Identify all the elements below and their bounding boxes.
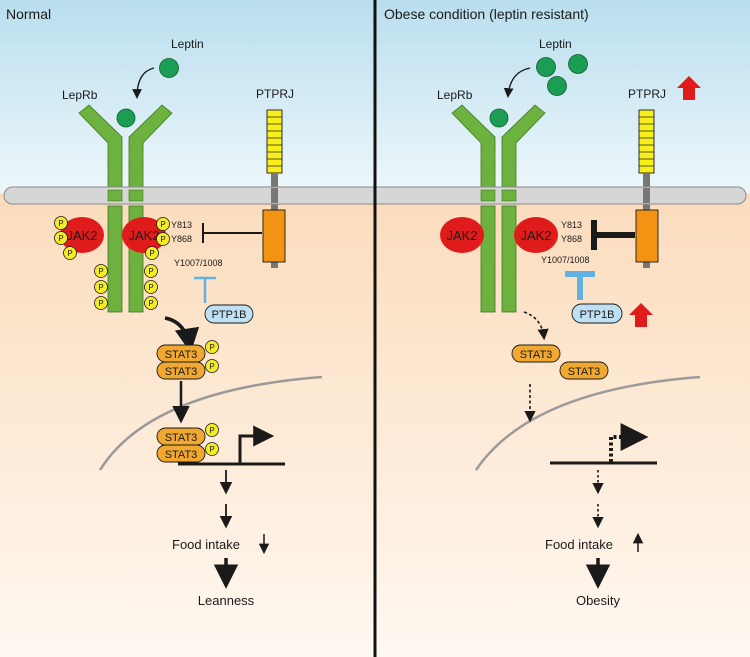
ptprj-label-obese: PTPRJ — [628, 87, 666, 101]
transcription-arrow-left — [238, 425, 275, 463]
nuclear-envelope-right — [474, 375, 701, 471]
stat3-dimer-nucleus: STAT3 STAT3 P P — [156, 423, 219, 463]
phospho-p: P — [160, 235, 165, 244]
ptp1b — [204, 304, 254, 324]
phospho-p: P — [148, 267, 153, 276]
phospho-p: P — [149, 249, 154, 258]
obesity-label: Obesity — [576, 593, 621, 608]
leptin-bound-obese — [489, 108, 509, 128]
stat3-bottom-label: STAT3 — [165, 366, 198, 378]
stat3-b-label: STAT3 — [568, 366, 601, 378]
nuc-stat3-top-label: STAT3 — [165, 432, 198, 444]
panel-title-normal: Normal — [6, 6, 51, 22]
jak2-right-obese-label: JAK2 — [520, 228, 551, 243]
phospho-p: P — [209, 445, 214, 454]
site-y1007-obese: Y1007/1008 — [541, 255, 590, 265]
panel-title-obese: Obese condition (leptin resistant) — [384, 6, 589, 22]
food-intake-label: Food intake — [172, 537, 240, 552]
ptprj-up-arrow-icon — [677, 76, 701, 100]
leptin-binding-arrow — [132, 67, 155, 99]
site-y868: Y868 — [171, 234, 192, 244]
phospho-p: P — [209, 426, 214, 435]
jak2-left-obese-label: JAK2 — [446, 228, 477, 243]
jak2-right-obese — [514, 217, 558, 253]
site-y813-obese: Y813 — [561, 220, 582, 230]
jak2-left — [60, 217, 104, 253]
nuc-stat3-bottom-label: STAT3 — [165, 449, 198, 461]
ptprj-phosphatase-domain — [262, 209, 286, 263]
phospho-p: P — [160, 220, 165, 229]
phospho-p: P — [98, 299, 103, 308]
phospho-p: P — [67, 249, 72, 258]
ptprj-label: PTPRJ — [256, 87, 294, 101]
stat3-monomer-b — [559, 361, 609, 380]
ptprj-inhibits-jak2 — [202, 223, 262, 243]
ptp1b-inhibits-leprb-obese — [565, 271, 595, 300]
ptp1b-inhibits-leprb — [194, 276, 216, 303]
stat3-activation-arrow — [164, 316, 200, 353]
phospho-p: P — [148, 283, 153, 292]
stat3-a-label: STAT3 — [520, 349, 553, 361]
leptin-binding-arrow-obese — [503, 67, 531, 98]
leptin-bound — [116, 108, 136, 128]
transcription-arrow-right — [609, 423, 649, 462]
ptp1b-obese-label: PTP1B — [580, 309, 615, 321]
jak2-right — [122, 217, 166, 253]
jak2-left-label: JAK2 — [66, 228, 97, 243]
ptprj-inhibits-jak2-obese — [591, 220, 635, 250]
leanness-label: Leanness — [198, 593, 255, 608]
phospho-p: P — [209, 362, 214, 371]
stat3-monomer-a — [511, 344, 561, 363]
phospho-p: P — [98, 267, 103, 276]
panel-obese: Obese condition (leptin resistant) Lepti… — [384, 6, 701, 608]
phospho-p: P — [58, 234, 63, 243]
site-y868-obese: Y868 — [561, 234, 582, 244]
receptor-label: LepRb — [62, 88, 98, 102]
ptp1b-up-arrow-icon — [629, 303, 653, 327]
ptprj-extracellular-obese — [638, 109, 655, 174]
leptin-molecule — [159, 58, 179, 78]
leprb-right-phosphates: P P P — [144, 264, 158, 310]
leptin-molecule-obese — [536, 57, 556, 77]
site-y1007: Y1007/1008 — [174, 258, 223, 268]
site-y813: Y813 — [171, 220, 192, 230]
leprb-receptor-obese — [451, 104, 546, 313]
leptin-molecule-obese — [547, 76, 567, 96]
stat3-activation-arrow-obese — [523, 311, 549, 341]
receptor-label-obese: LepRb — [437, 88, 473, 102]
leptin-molecule-obese — [568, 54, 588, 74]
jak2-right-phosphates: P P P — [145, 217, 170, 260]
ptp1b-obese — [571, 303, 623, 324]
phospho-p: P — [58, 219, 63, 228]
leprb-left-phosphates: P P P — [94, 264, 108, 310]
ptp1b-label: PTP1B — [212, 309, 247, 321]
ptprj-extracellular — [266, 109, 283, 174]
panel-normal: Normal Leptin LepRb PTPRJ — [6, 6, 323, 608]
leptin-label: Leptin — [171, 37, 204, 51]
phospho-p: P — [98, 283, 103, 292]
jak2-left-phosphates: P P P — [54, 216, 77, 260]
food-intake-label-obese: Food intake — [545, 537, 613, 552]
ptprj-phosphatase-domain-obese — [635, 209, 659, 263]
jak2-right-label: JAK2 — [128, 228, 159, 243]
ptprj-transmembrane — [271, 188, 650, 203]
leptin-label-obese: Leptin — [539, 37, 572, 51]
stat3-top-label: STAT3 — [165, 349, 198, 361]
receptor-transmembrane — [107, 189, 517, 202]
phospho-p: P — [209, 343, 214, 352]
jak2-left-obese — [440, 217, 484, 253]
stat3-dimer-cytoplasm: STAT3 STAT3 P P — [156, 340, 219, 380]
phospho-p: P — [148, 299, 153, 308]
